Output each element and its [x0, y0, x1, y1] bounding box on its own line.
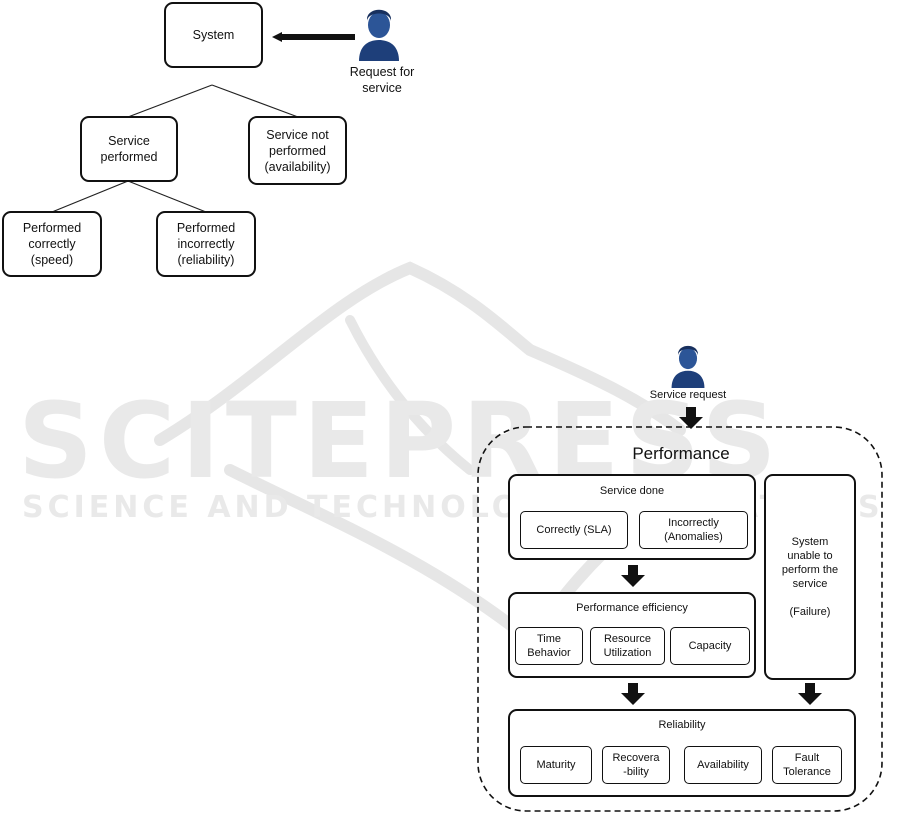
correctly-sla-box: Correctly (SLA) [520, 511, 628, 549]
branch-performed-correctly [51, 180, 129, 213]
branch-system-performed [127, 84, 213, 118]
availability-box: Availability [684, 746, 762, 784]
service-done-title: Service done [599, 485, 665, 497]
user-icon [359, 9, 399, 61]
system-node: System [164, 2, 263, 68]
arrow-to-efficiency [621, 565, 645, 587]
branch-performed-incorrectly [127, 180, 207, 213]
resource-utilization-box: Resource Utilization [590, 627, 665, 665]
time-behavior-box: Time Behavior [515, 627, 583, 665]
service-not-performed-node: Service not performed (availability) [248, 116, 347, 185]
maturity-box: Maturity [520, 746, 592, 784]
arrow-service-request [679, 407, 703, 429]
reliability-title: Reliability [658, 719, 706, 731]
performed-correctly-node: Performed correctly (speed) [2, 211, 102, 277]
request-label: Request for service [349, 65, 415, 95]
arrow-failure-to-reliability [798, 683, 822, 705]
recoverability-box: Recovera -bility [602, 746, 670, 784]
performed-incorrectly-node: Performed incorrectly (reliability) [156, 211, 256, 277]
branch-system-not-performed [211, 84, 299, 118]
service-request-label: Service request [649, 389, 727, 401]
performance-boundary [477, 426, 883, 812]
fault-tolerance-box: Fault Tolerance [772, 746, 842, 784]
incorrectly-anomalies-box: Incorrectly (Anomalies) [639, 511, 748, 549]
arrow-to-reliability [621, 683, 645, 705]
failure-box: System unable to perform the service (Fa… [764, 474, 856, 680]
user-icon-service-request [671, 345, 705, 388]
service-performed-node: Service performed [80, 116, 178, 182]
performance-title: Performance [632, 444, 730, 463]
performance-efficiency-title: Performance efficiency [576, 602, 688, 614]
capacity-box: Capacity [670, 627, 750, 665]
block-arrows [621, 407, 822, 705]
